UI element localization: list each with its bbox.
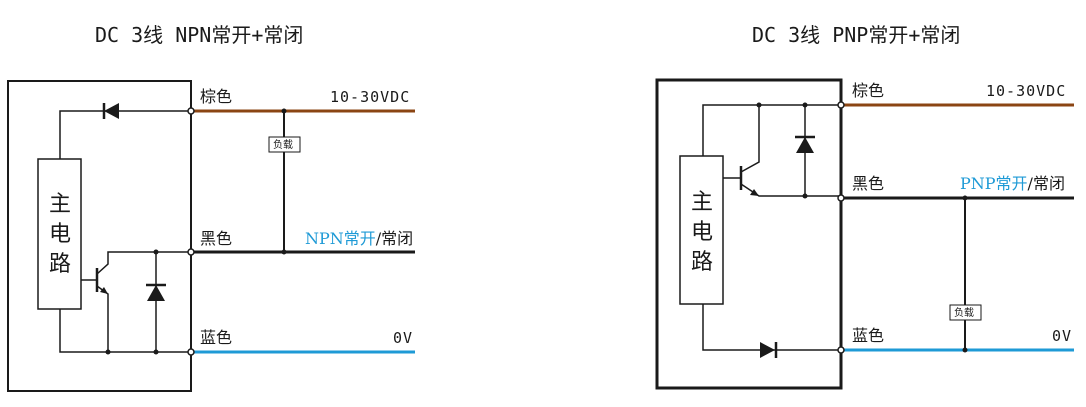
- npn-transistor-icon: [81, 251, 191, 352]
- npn-terminal: [187, 248, 195, 256]
- pnp-output-label: PNP常开/常闭: [960, 174, 1065, 193]
- npn-internal-top-wire: [59, 110, 191, 159]
- pnp-clamp-diode-icon: [795, 135, 815, 153]
- npn-diagram: DC 3线 NPN常开+常闭 主 电 路: [7, 23, 415, 392]
- npn-supply-label: 10-30VDC: [330, 88, 410, 106]
- npn-black-label: 黑色: [200, 229, 232, 248]
- pnp-terminal: [837, 101, 845, 109]
- pnp-internal-top-wire: [702, 104, 841, 156]
- npn-ground-label: 0V: [393, 329, 413, 347]
- pnp-sensor-housing: [655, 78, 843, 390]
- npn-sensor-housing: [7, 80, 192, 392]
- pnp-brown-label: 棕色: [852, 81, 884, 100]
- npn-main-circuit-block: [37, 158, 82, 310]
- npn-output-label: NPN常开/常闭: [305, 229, 413, 248]
- npn-top-diode-icon: [104, 103, 119, 119]
- pnp-blue-label: 蓝色: [852, 326, 884, 345]
- pnp-supply-label: 10-30VDC: [986, 82, 1066, 100]
- npn-main-char-2: 电: [49, 222, 71, 247]
- pnp-terminal: [837, 194, 845, 202]
- npn-brown-label: 棕色: [200, 87, 232, 106]
- pnp-terminal: [837, 346, 845, 354]
- pnp-main-circuit-block: [679, 155, 724, 305]
- npn-main-char-3: 路: [49, 252, 71, 277]
- pnp-transistor-icon: [723, 105, 841, 197]
- pnp-load-box: [949, 304, 982, 321]
- pnp-diagram: DC 3线 PNP常开+常闭 主 电 路: [655, 23, 1074, 390]
- pnp-internal-bottom-wire: [702, 304, 841, 351]
- pnp-bottom-diode-icon: [760, 342, 778, 358]
- npn-terminal: [187, 107, 195, 115]
- npn-clamp-diode-icon: [146, 283, 166, 301]
- pnp-black-label: 黑色: [852, 174, 884, 193]
- pnp-load-label: 负载: [954, 306, 974, 319]
- npn-internal-bottom-wire: [59, 309, 191, 353]
- npn-blue-label: 蓝色: [200, 328, 232, 347]
- npn-terminal: [187, 348, 195, 356]
- npn-load-box: [268, 136, 301, 153]
- pnp-title: DC 3线 PNP常开+常闭: [752, 23, 960, 47]
- pnp-ground-label: 0V: [1052, 327, 1072, 345]
- npn-main-char-1: 主: [49, 192, 71, 217]
- pnp-main-char-1: 主: [691, 190, 713, 215]
- npn-title: DC 3线 NPN常开+常闭: [95, 23, 303, 47]
- npn-load-label: 负载: [273, 138, 293, 151]
- pnp-main-char-3: 路: [691, 250, 713, 275]
- pnp-main-char-2: 电: [691, 220, 713, 245]
